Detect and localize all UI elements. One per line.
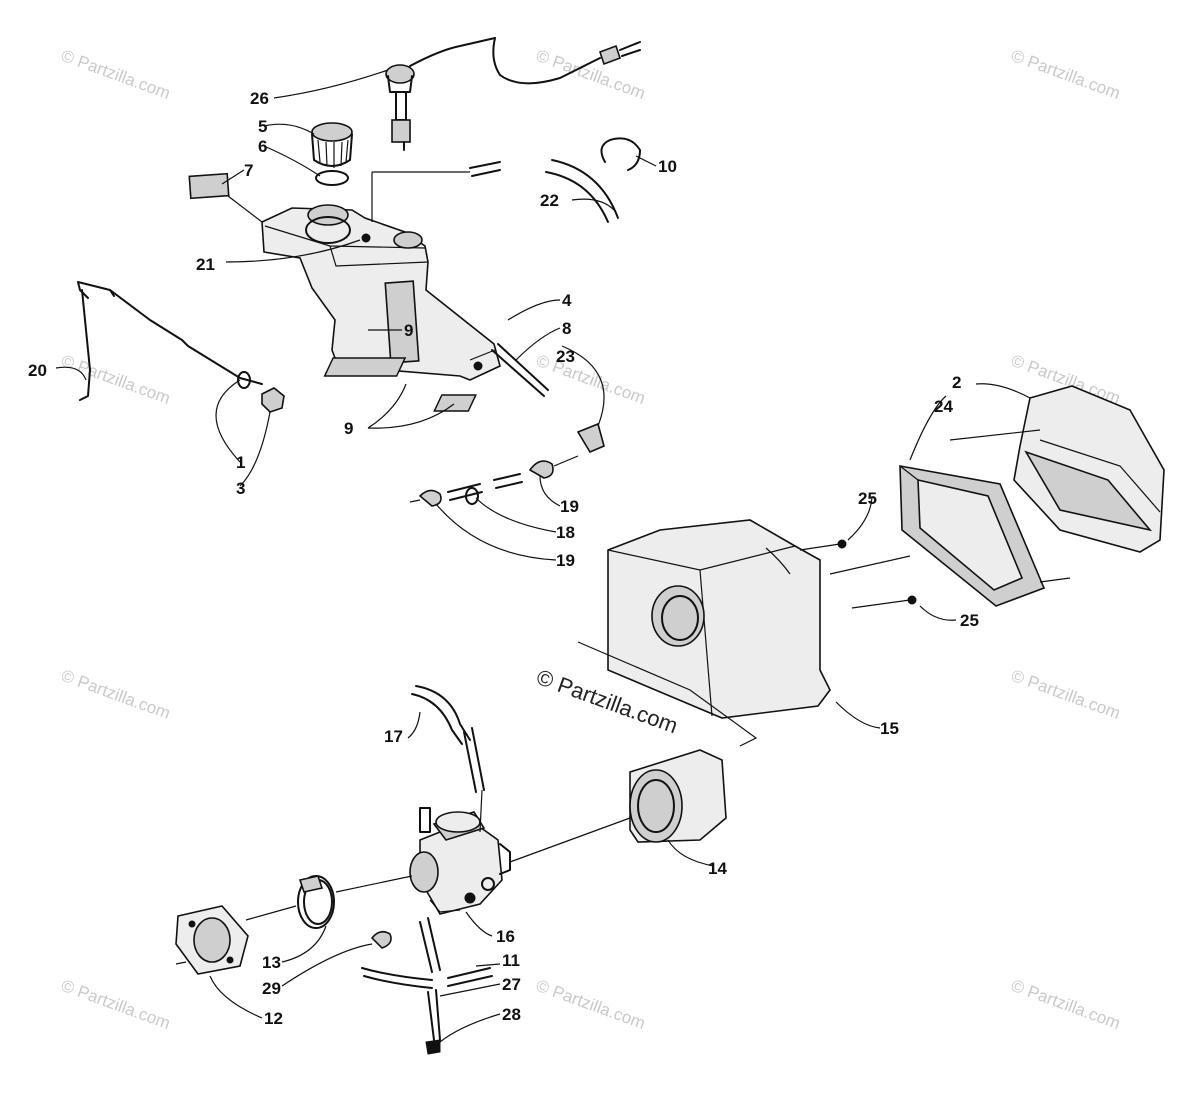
watermark: © Partzilla.com (1009, 666, 1123, 723)
callout-19-lower: 19 (556, 551, 575, 570)
impulse-hose (411, 685, 471, 745)
watermark: © Partzilla.com (1009, 976, 1123, 1033)
carburetor-adaptor (629, 749, 727, 843)
impulse-hose-lower (463, 727, 485, 793)
carburetor (409, 807, 511, 915)
watermark: © Partzilla.com (59, 351, 173, 408)
leader-lines (55, 69, 1031, 1043)
vent-hose (545, 159, 619, 223)
fuel-filter-lines (409, 422, 605, 507)
callout-13: 13 (262, 953, 281, 972)
callout-labels: 26 5 6 7 10 22 21 4 8 9 23 20 9 1 3 19 1… (28, 89, 979, 1028)
callout-20: 20 (28, 361, 47, 380)
watermark: © Partzilla.com (534, 976, 648, 1033)
callout-25-lower: 25 (960, 611, 979, 630)
callout-26: 26 (250, 89, 269, 108)
watermark: © Partzilla.com (59, 976, 173, 1033)
watermark: © Partzilla.com (1009, 46, 1123, 103)
nut (261, 387, 285, 413)
callout-10: 10 (658, 157, 677, 176)
callout-27: 27 (502, 975, 521, 994)
callout-14: 14 (708, 859, 727, 878)
silencer-seal (899, 465, 1046, 607)
callout-11: 11 (502, 951, 520, 970)
callout-16: 16 (496, 927, 515, 946)
fuel-tank (261, 204, 501, 381)
watermark: © Partzilla.com (534, 351, 648, 408)
air-silencer (607, 519, 831, 719)
grommet (370, 930, 392, 949)
carb-clamp (297, 875, 335, 929)
callout-29: 29 (262, 979, 281, 998)
watermark: © Partzilla.com (59, 46, 173, 103)
callout-5: 5 (258, 117, 267, 136)
mounting-rod (77, 281, 263, 401)
watermark: © Partzilla.com (534, 46, 648, 103)
watermark: © Partzilla.com (59, 666, 173, 723)
tank-pad (323, 357, 407, 377)
callout-4: 4 (562, 291, 572, 310)
callout-12: 12 (264, 1009, 283, 1028)
fuel-cap (311, 122, 353, 168)
callout-8: 8 (562, 319, 571, 338)
callout-2: 2 (952, 373, 961, 392)
fuel-line-short (491, 343, 549, 397)
carb-drain-hoses (361, 917, 493, 1055)
cap-gasket (315, 170, 349, 186)
callout-18: 18 (556, 523, 575, 542)
washer (237, 371, 251, 389)
decal (188, 172, 230, 200)
fuel-sending-unit (385, 37, 641, 151)
callout-9-upper: 9 (404, 321, 413, 340)
callout-3: 3 (236, 479, 245, 498)
carb-flange (175, 905, 249, 975)
callout-1: 1 (236, 453, 245, 472)
callout-21: 21 (196, 255, 215, 274)
callout-25-upper: 25 (858, 489, 877, 508)
air-silencer-rear (1013, 385, 1165, 553)
callout-6: 6 (258, 137, 267, 156)
callout-23: 23 (556, 347, 575, 366)
callout-19-upper: 19 (560, 497, 579, 516)
hose-clip (600, 137, 641, 171)
callout-28: 28 (502, 1005, 521, 1024)
callout-7: 7 (244, 161, 253, 180)
callout-24: 24 (934, 397, 953, 416)
callout-22: 22 (540, 191, 559, 210)
vent-hose-short (469, 161, 501, 177)
callout-17: 17 (384, 727, 403, 746)
callout-9-lower: 9 (344, 419, 353, 438)
callout-15: 15 (880, 719, 899, 738)
tank-pad-small (433, 394, 477, 412)
